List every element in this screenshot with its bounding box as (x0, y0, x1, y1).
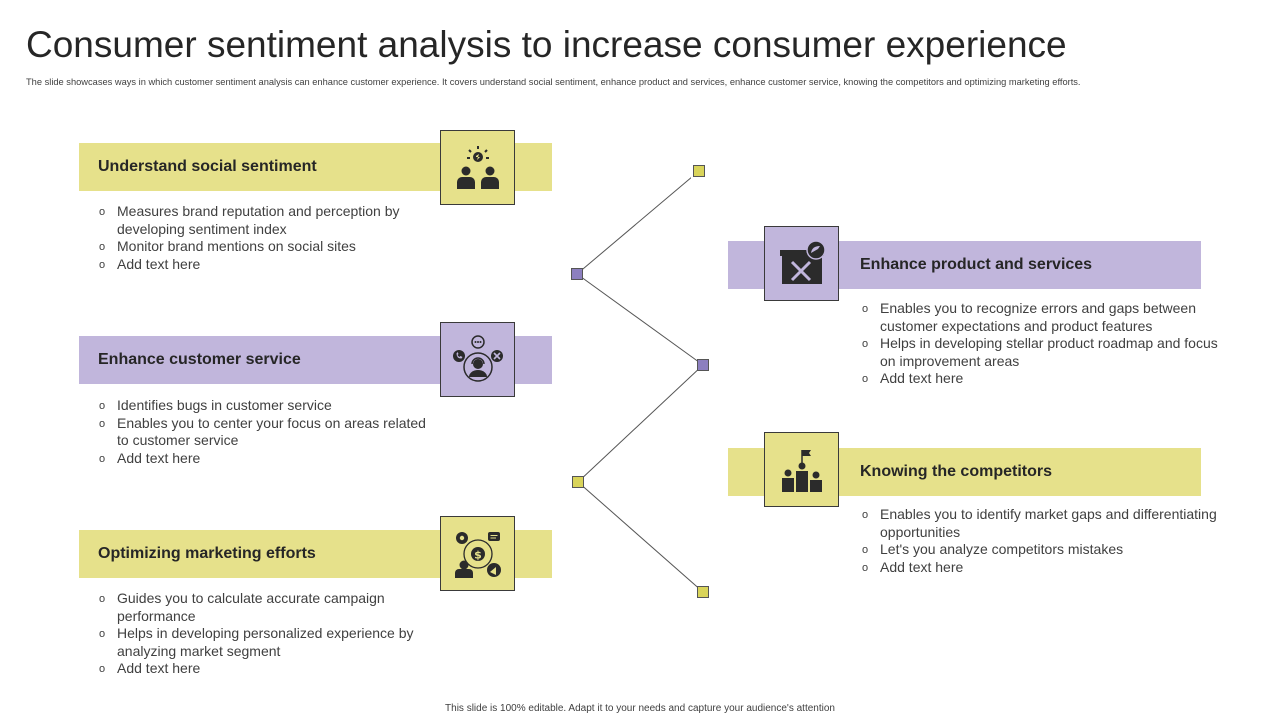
connector-node (697, 586, 709, 598)
section-points-product: Enables you to recognize errors and gaps… (860, 300, 1230, 388)
list-item: Identifies bugs in customer service (97, 397, 437, 415)
section-points-service: Identifies bugs in customer service Enab… (97, 397, 437, 467)
list-item: Add text here (97, 450, 437, 468)
list-item: Add text here (860, 559, 1230, 577)
icon-box-social (440, 130, 515, 205)
section-points-social: Measures brand reputation and perception… (97, 203, 437, 273)
connector-node (571, 268, 583, 280)
section-title: Knowing the competitors (860, 463, 1052, 480)
connector-line (577, 481, 704, 593)
connector-line (577, 364, 704, 483)
section-title: Enhance product and services (860, 256, 1093, 273)
list-item: Guides you to calculate accurate campaig… (97, 590, 437, 625)
list-item: Helps in developing stellar product road… (860, 335, 1230, 370)
marketing-strategy-icon: $ (454, 531, 501, 578)
podium-flag-icon (781, 449, 822, 492)
list-item: Monitor brand mentions on social sites (97, 238, 437, 256)
page-title: Consumer sentiment analysis to increase … (26, 24, 1067, 65)
people-idea-icon (456, 145, 499, 189)
footer-note: This slide is 100% editable. Adapt it to… (445, 703, 835, 714)
connector-line (576, 273, 704, 366)
section-title: Optimizing marketing efforts (98, 545, 316, 562)
list-item: Enables you to recognize errors and gaps… (860, 300, 1230, 335)
connector-node (572, 476, 584, 488)
section-title: Enhance customer service (98, 351, 301, 368)
list-item: Enables you to identify market gaps and … (860, 506, 1230, 541)
list-item: Helps in developing personalized experie… (97, 625, 437, 660)
list-item: Measures brand reputation and perception… (97, 203, 437, 238)
icon-box-service (440, 322, 515, 397)
section-title: Understand social sentiment (98, 158, 317, 175)
section-points-competitors: Enables you to identify market gaps and … (860, 506, 1230, 576)
icon-box-marketing: $ (440, 516, 515, 591)
list-item: Add text here (97, 660, 437, 678)
icon-box-competitors (764, 432, 839, 507)
customer-support-icon (452, 334, 503, 382)
icon-box-product (764, 226, 839, 301)
toolbox-icon (779, 239, 826, 284)
list-item: Add text here (860, 370, 1230, 388)
list-item: Enables you to center your focus on area… (97, 415, 437, 450)
page-subtitle: The slide showcases ways in which custom… (26, 77, 1081, 87)
section-points-marketing: Guides you to calculate accurate campaig… (97, 590, 437, 678)
list-item: Let's you analyze competitors mistakes (860, 541, 1230, 559)
svg-text:$: $ (474, 548, 482, 561)
connector-node (693, 165, 705, 177)
connector-node (697, 359, 709, 371)
list-item: Add text here (97, 256, 437, 274)
connector-line (576, 170, 700, 275)
